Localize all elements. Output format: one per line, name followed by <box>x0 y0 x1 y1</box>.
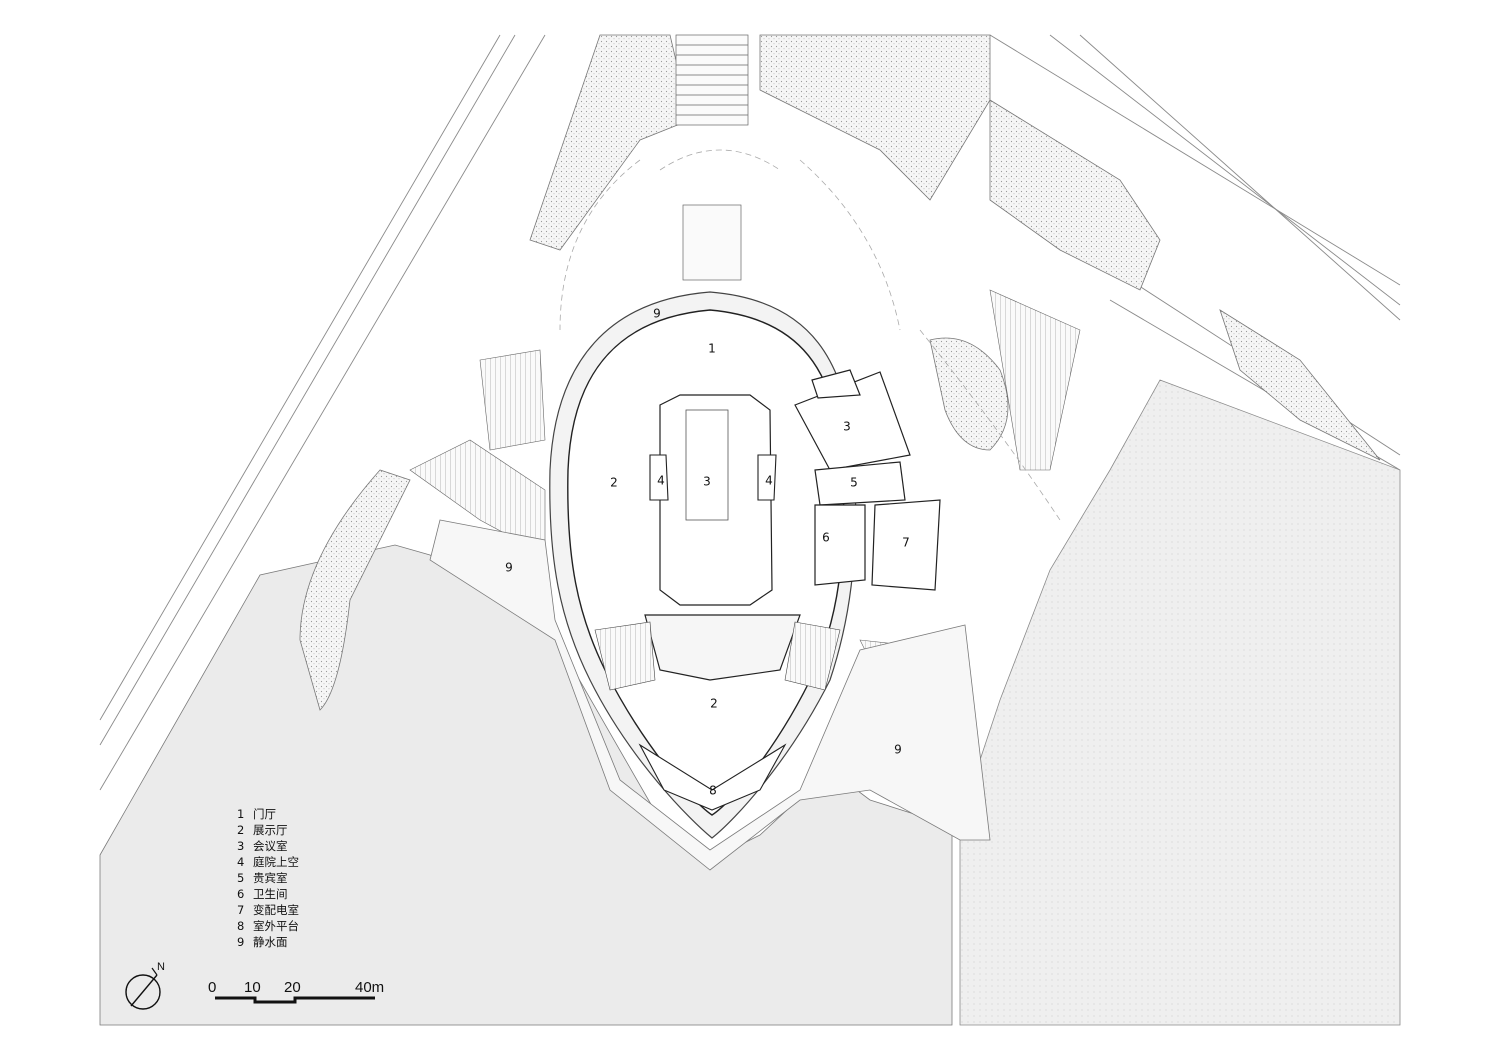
label-meeting-center: 3 <box>703 475 711 489</box>
south-bowl <box>594 614 841 811</box>
label-water-north: 9 <box>653 307 661 321</box>
scale-tick-40: 40m <box>355 979 384 996</box>
courtyards <box>649 454 777 501</box>
scale-tick-10: 10 <box>244 979 261 996</box>
scale-tick-0: 0 <box>208 979 216 996</box>
west-steps <box>409 349 546 556</box>
label-water-south: 9 <box>894 743 902 757</box>
dashed-paths <box>559 149 1061 521</box>
north-steps <box>675 34 749 281</box>
label-exhibition-south: 2 <box>710 697 718 711</box>
label-courtyard-west: 4 <box>657 474 665 488</box>
east-annex <box>794 369 941 591</box>
lawn-east <box>959 379 1401 1026</box>
label-water-west: 9 <box>505 561 513 575</box>
label-substation: 7 <box>902 536 910 550</box>
outer-landscape-ring <box>429 519 991 871</box>
label-restroom: 6 <box>822 531 830 545</box>
label-exhibition-west: 2 <box>610 476 618 490</box>
label-lobby: 1 <box>708 342 716 356</box>
label-meeting-east: 3 <box>843 420 851 434</box>
landscape-north <box>299 34 1381 711</box>
label-vip-room: 5 <box>850 476 858 490</box>
room-number-labels: 1 2 2 3 3 4 4 5 6 7 8 9 9 9 <box>505 307 910 798</box>
scale-tick-20: 20 <box>284 979 301 996</box>
north-label: N <box>157 961 165 973</box>
conference-block <box>659 394 773 606</box>
north-arrow-icon: N <box>125 961 165 1010</box>
scale-bar: 0 10 20 40m <box>208 979 384 1004</box>
label-courtyard-east: 4 <box>765 474 773 488</box>
label-terrace: 8 <box>709 784 717 798</box>
